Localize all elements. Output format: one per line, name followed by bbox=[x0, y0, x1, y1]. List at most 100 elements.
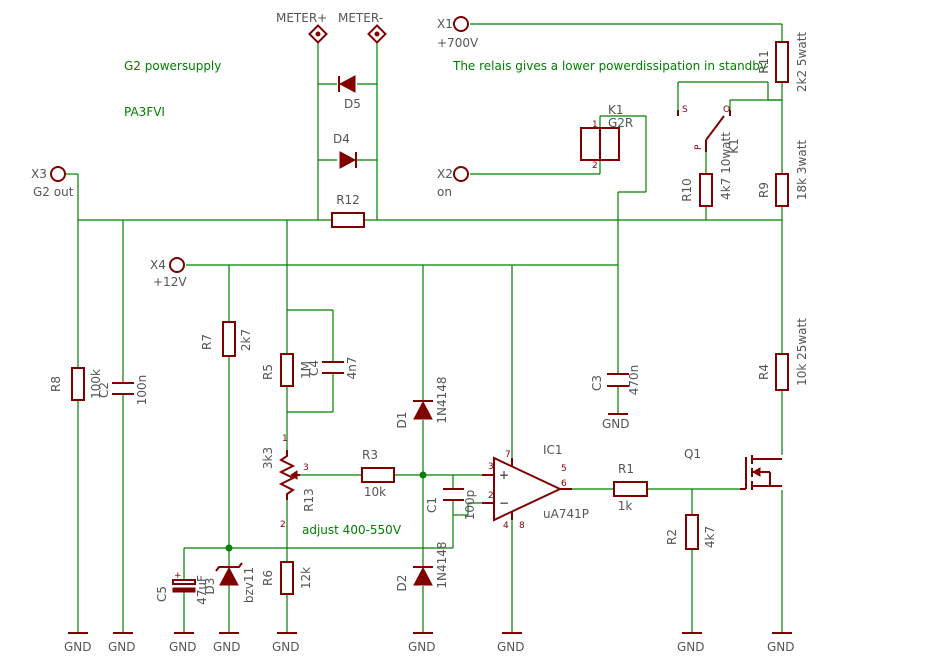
svg-text:R2: R2 bbox=[665, 529, 679, 545]
author-note: PA3FVI bbox=[124, 105, 165, 119]
svg-text:7: 7 bbox=[505, 450, 511, 460]
capacitor-c5: + C5 47uF bbox=[155, 571, 209, 605]
svg-text:R11: R11 bbox=[757, 50, 771, 74]
svg-text:K1: K1 bbox=[727, 138, 741, 154]
svg-text:3: 3 bbox=[303, 463, 309, 473]
svg-text:C3: C3 bbox=[590, 375, 604, 391]
svg-text:bzv11: bzv11 bbox=[242, 567, 256, 603]
diode-d2: D2 1N4148 bbox=[395, 541, 449, 591]
svg-text:on: on bbox=[437, 185, 452, 199]
resistor-r9: R9 18k 3watt bbox=[757, 140, 809, 207]
svg-text:GND: GND bbox=[64, 640, 92, 654]
svg-text:4: 4 bbox=[503, 521, 509, 531]
wires bbox=[66, 23, 783, 633]
resistor-r8: R8 100k bbox=[49, 367, 103, 401]
svg-text:10k: 10k bbox=[364, 485, 386, 499]
svg-text:−: − bbox=[499, 496, 509, 510]
svg-text:R10: R10 bbox=[680, 178, 694, 202]
capacitor-c2: C2 100n bbox=[97, 375, 149, 406]
svg-text:6: 6 bbox=[561, 479, 567, 489]
resistor-r4: R4 10k 25watt bbox=[757, 318, 809, 391]
svg-text:D2: D2 bbox=[395, 575, 409, 592]
svg-text:R12: R12 bbox=[336, 193, 360, 207]
svg-text:R7: R7 bbox=[200, 334, 214, 350]
relay-k1-switch: S O P K1 bbox=[677, 105, 741, 154]
capacitor-c1: C1 100p bbox=[425, 488, 477, 521]
resistor-r2: R2 4k7 bbox=[665, 514, 717, 550]
svg-text:1k: 1k bbox=[618, 499, 633, 513]
svg-text:R5: R5 bbox=[261, 364, 275, 380]
title-note: G2 powersupply bbox=[124, 59, 221, 73]
svg-text:GND: GND bbox=[677, 640, 705, 654]
terminal-meter-minus: METER- bbox=[338, 11, 387, 44]
svg-text:10k 25watt: 10k 25watt bbox=[795, 318, 809, 386]
svg-text:+: + bbox=[174, 571, 182, 581]
adjust-note: adjust 400-550V bbox=[302, 523, 402, 537]
svg-text:G2R: G2R bbox=[608, 116, 633, 130]
svg-text:12k: 12k bbox=[299, 567, 313, 589]
svg-text:470n: 470n bbox=[627, 365, 641, 396]
resistor-r3: R3 10k bbox=[361, 448, 395, 499]
svg-text:D4: D4 bbox=[333, 132, 350, 146]
terminal-x3: X3 G2 out bbox=[31, 166, 74, 199]
relay-note: The relais gives a lower powerdissipatio… bbox=[452, 59, 767, 73]
svg-text:C1: C1 bbox=[425, 497, 439, 513]
svg-text:100k: 100k bbox=[89, 369, 103, 399]
junctions bbox=[225, 471, 427, 552]
svg-text:47uF: 47uF bbox=[195, 575, 209, 605]
svg-text:METER-: METER- bbox=[338, 11, 383, 25]
resistor-r1: R1 1k bbox=[613, 462, 648, 513]
svg-text:GND: GND bbox=[108, 640, 136, 654]
svg-text:X3: X3 bbox=[31, 167, 47, 181]
terminal-meter-plus: METER+ bbox=[276, 11, 328, 44]
svg-text:GND: GND bbox=[497, 640, 525, 654]
diode-d1: D1 1N4148 bbox=[395, 376, 449, 428]
svg-text:2: 2 bbox=[280, 520, 286, 530]
gnd-labels: GND GND GND GND GND GND GND GND GND GND bbox=[64, 413, 795, 654]
svg-text:GND: GND bbox=[408, 640, 436, 654]
svg-text:1: 1 bbox=[592, 120, 598, 130]
svg-text:GND: GND bbox=[767, 640, 795, 654]
diode-d5: D5 bbox=[338, 75, 361, 111]
svg-text:1N4148: 1N4148 bbox=[435, 541, 449, 588]
capacitor-c3: C3 470n bbox=[590, 365, 641, 396]
svg-text:GND: GND bbox=[169, 640, 197, 654]
svg-text:R1: R1 bbox=[618, 462, 634, 476]
svg-text:GND: GND bbox=[602, 417, 630, 431]
svg-text:4n7: 4n7 bbox=[345, 357, 359, 380]
svg-text:uA741P: uA741P bbox=[543, 507, 589, 521]
svg-text:X2: X2 bbox=[437, 167, 453, 181]
svg-text:O: O bbox=[723, 105, 730, 115]
svg-text:D1: D1 bbox=[395, 412, 409, 429]
relay-k1: K1 G2R 1 2 bbox=[580, 103, 633, 171]
terminal-x4: X4 +12V bbox=[150, 257, 187, 289]
svg-text:S: S bbox=[682, 105, 688, 115]
svg-text:2k2 5watt: 2k2 5watt bbox=[795, 32, 809, 93]
svg-text:2: 2 bbox=[488, 491, 494, 501]
svg-text:R9: R9 bbox=[757, 182, 771, 198]
svg-text:D5: D5 bbox=[344, 97, 361, 111]
svg-text:R3: R3 bbox=[362, 448, 378, 462]
svg-text:1N4148: 1N4148 bbox=[435, 376, 449, 423]
resistor-r11: R11 2k2 5watt bbox=[757, 32, 809, 93]
svg-text:+700V: +700V bbox=[437, 36, 479, 50]
svg-text:G2 out: G2 out bbox=[33, 185, 74, 199]
terminal-x2: X2 on bbox=[437, 166, 469, 199]
svg-text:X4: X4 bbox=[150, 258, 166, 272]
mosfet-q1: Q1 bbox=[684, 447, 782, 490]
svg-text:4k7: 4k7 bbox=[703, 526, 717, 548]
svg-text:R6: R6 bbox=[261, 570, 275, 586]
svg-text:C4: C4 bbox=[307, 360, 321, 376]
potentiometer-r13: 3k3 R13 1 3 2 bbox=[261, 434, 316, 530]
svg-text:GND: GND bbox=[213, 640, 241, 654]
svg-text:3: 3 bbox=[488, 462, 494, 472]
svg-text:1M: 1M bbox=[299, 361, 313, 379]
svg-text:100p: 100p bbox=[463, 490, 477, 521]
svg-text:100n: 100n bbox=[135, 375, 149, 406]
svg-text:1: 1 bbox=[282, 434, 288, 444]
svg-text:C2: C2 bbox=[97, 382, 111, 398]
svg-text:5: 5 bbox=[561, 464, 567, 474]
diode-d4: D4 bbox=[333, 132, 357, 169]
svg-text:X1: X1 bbox=[437, 17, 453, 31]
